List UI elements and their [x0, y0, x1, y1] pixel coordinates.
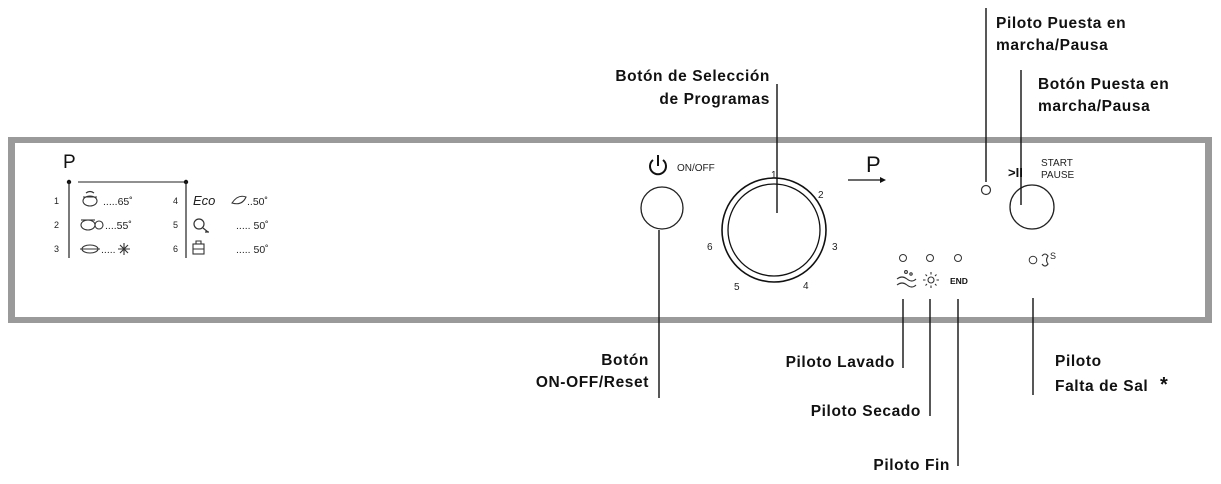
leaf-icon: [231, 195, 247, 205]
label-boton-seleccion-line2: de Programas: [659, 91, 770, 108]
label-piloto-lavado: Piloto Lavado: [786, 354, 895, 371]
end-indicator-light: [954, 254, 962, 262]
dry-indicator-light: [926, 254, 934, 262]
label-asterisk: *: [1160, 374, 1168, 396]
program-number-4: 4: [173, 196, 178, 206]
salt-symbol: S: [1050, 251, 1056, 261]
program-number-3: 3: [54, 244, 59, 254]
onoff-button[interactable]: [640, 186, 684, 230]
program-4-eco: Eco: [193, 193, 215, 208]
start-pause-symbol: >II: [1008, 165, 1023, 180]
dial-number-4: 4: [803, 281, 809, 292]
salt-icon: [1041, 253, 1049, 267]
label-boton-onoff-line2: ON-OFF/Reset: [536, 374, 649, 391]
label-piloto-secado: Piloto Secado: [811, 403, 921, 420]
program-number-5: 5: [173, 220, 178, 230]
label-piloto-fin: Piloto Fin: [873, 457, 950, 474]
label-piloto-puesta-line2: marcha/Pausa: [996, 37, 1108, 54]
program-1-temp: .....65˚: [103, 196, 133, 208]
program-6-temp: ..... 50˚: [236, 244, 269, 256]
program-3-temp: .....: [101, 244, 116, 256]
label-piloto-falta-sal-line1: Piloto: [1055, 353, 1102, 370]
normal-pot-icon: [80, 219, 104, 231]
label-boton-onoff-line1: Botón: [601, 352, 649, 369]
express-box-icon: [192, 240, 205, 255]
label-piloto-falta-sal-line2: Falta de Sal: [1055, 378, 1148, 395]
start-pause-indicator-light: [980, 184, 992, 196]
half-load-icon: [193, 218, 209, 233]
program-4-temp: ..50˚: [247, 196, 268, 208]
rinse-plate-icon: [80, 244, 100, 254]
start-pause-button[interactable]: [1009, 184, 1055, 230]
program-header: P: [63, 152, 76, 173]
salt-indicator-light: [1028, 255, 1038, 265]
end-text: END: [950, 276, 968, 286]
program-selector-dial[interactable]: [721, 177, 827, 283]
label-boton-puesta-line2: marcha/Pausa: [1038, 98, 1150, 115]
sun-dry-icon: [923, 272, 939, 288]
dial-number-2: 2: [818, 190, 824, 201]
dial-number-3: 3: [832, 242, 838, 253]
program-symbol: P: [866, 152, 881, 177]
wash-indicator-light: [899, 254, 907, 262]
program-arrow-icon: [848, 177, 886, 183]
start-text: START: [1041, 158, 1073, 169]
program-2-temp: ....55˚: [105, 220, 132, 232]
program-5-temp: ..... 50˚: [236, 220, 269, 232]
label-piloto-puesta-line1: Piloto Puesta en: [996, 15, 1126, 32]
program-number-1: 1: [54, 196, 59, 206]
label-boton-seleccion-line1: Botón de Selección: [615, 68, 770, 85]
panel-face: [15, 143, 1205, 317]
intensive-pot-icon: [82, 190, 98, 207]
power-icon: [649, 155, 667, 176]
wash-icon: [896, 270, 917, 288]
program-number-6: 6: [173, 244, 178, 254]
dial-number-1: 1: [771, 170, 777, 181]
dial-number-5: 5: [734, 282, 740, 293]
dial-number-6: 6: [707, 242, 713, 253]
label-boton-puesta-line1: Botón Puesta en: [1038, 76, 1169, 93]
snowflake-icon: [118, 243, 130, 255]
leader-lines: [658, 8, 1034, 466]
program-number-2: 2: [54, 220, 59, 230]
onoff-text: ON/OFF: [677, 163, 715, 174]
pause-text: PAUSE: [1041, 170, 1074, 181]
